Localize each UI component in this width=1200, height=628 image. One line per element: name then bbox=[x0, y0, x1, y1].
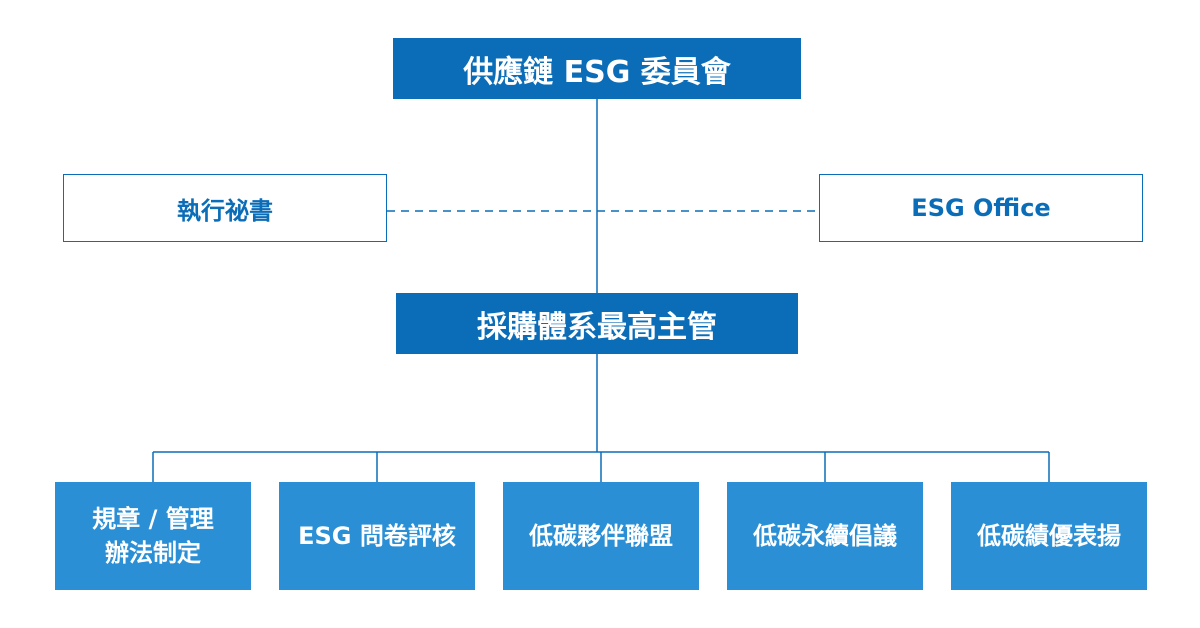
secretary-label: 執行祕書 bbox=[177, 196, 273, 225]
unit-label-line1: 低碳永續倡議 bbox=[753, 522, 897, 550]
unit-label-line1: 低碳夥伴聯盟 bbox=[529, 522, 673, 550]
unit-label-line1: ESG 問卷評核 bbox=[298, 522, 456, 550]
procurement-head-box: 採購體系最高主管 bbox=[396, 293, 798, 354]
committee-label: 供應鏈 ESG 委員會 bbox=[463, 54, 731, 90]
unit-label-line1: 低碳績優表揚 bbox=[977, 522, 1121, 550]
esg-office-label: ESG Office bbox=[911, 194, 1051, 222]
unit-label-line2: 辦法制定 bbox=[104, 539, 201, 567]
unit-box-regulations: 規章 / 管理 辦法制定 bbox=[55, 482, 251, 590]
unit-box-low-carbon-award: 低碳績優表揚 bbox=[951, 482, 1147, 590]
committee-box: 供應鏈 ESG 委員會 bbox=[393, 38, 801, 99]
unit-label-line1: 規章 / 管理 bbox=[92, 505, 214, 533]
procurement-head-label: 採購體系最高主管 bbox=[477, 309, 717, 345]
unit-box-low-carbon-alliance: 低碳夥伴聯盟 bbox=[503, 482, 699, 590]
unit-box-sustainability-initiative: 低碳永續倡議 bbox=[727, 482, 923, 590]
unit-box-esg-questionnaire: ESG 問卷評核 bbox=[279, 482, 475, 590]
esg-office-box: ESG Office bbox=[819, 174, 1143, 242]
secretary-box: 執行祕書 bbox=[63, 174, 387, 242]
